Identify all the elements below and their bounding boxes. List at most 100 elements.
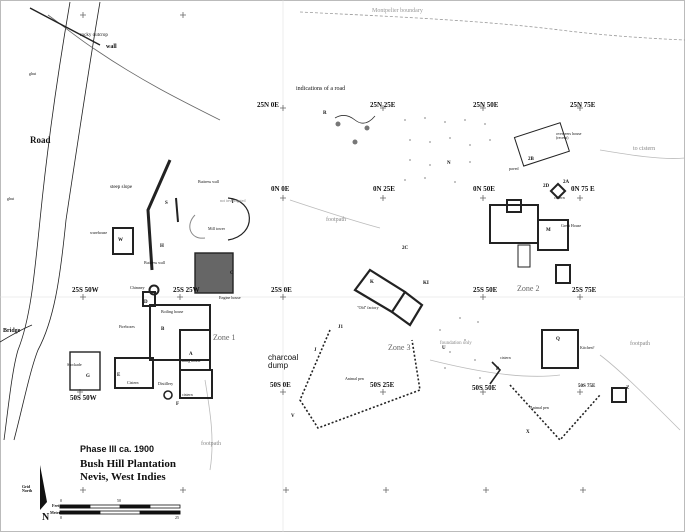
road-indications [334, 115, 376, 145]
feature-w: W [118, 238, 123, 243]
stockade-label: Stockade [67, 362, 82, 367]
buttress-wall-label: Buttress wall [198, 179, 219, 184]
feature-2a: 2A [563, 180, 570, 185]
feature-b: B [161, 327, 165, 332]
scale-feet-label: Feet [52, 503, 60, 508]
feature-v: V [291, 414, 295, 419]
warehouse-label: warehouse [90, 230, 108, 235]
to-cistern-label: to cistern [633, 146, 656, 152]
scale-meter-tick-0: 0 [60, 515, 62, 520]
montpelier-boundary-label: Montpelier boundary [372, 8, 423, 14]
grid-0n-0e: 0N 0E [271, 185, 290, 193]
scale-feet-tick-0: 0 [60, 498, 62, 503]
feature-p: P [496, 367, 500, 372]
grid-25s-50e: 25S 50E [473, 286, 498, 294]
fireboxes-label: Fireboxes [119, 324, 135, 329]
not-investigated-label: not investigated [220, 198, 246, 203]
rocky-outcrop-label: rocky outcrop [80, 33, 108, 38]
wall-label: wall [106, 44, 117, 50]
place-title: Nevis, West Indies [80, 471, 166, 483]
feature-c: C [230, 271, 234, 276]
grid-25s-0e: 25S 0E [271, 286, 292, 294]
grid-0n-25e: 0N 25E [373, 185, 395, 193]
terrain-lines [0, 1, 685, 471]
footpath-label-b: footpath [201, 441, 221, 447]
cistern-p-label: cistern [500, 355, 511, 360]
distillery-label: Distillery [158, 381, 174, 386]
engine-house-label: Engine house [219, 295, 241, 300]
grid-50s-50w: 50S 50W [70, 394, 97, 402]
scale-meter-tick-25: 25 [175, 515, 179, 520]
cistern-2-label: cistern [554, 195, 565, 200]
scale-bar [59, 504, 181, 515]
feature-f: F [176, 402, 180, 407]
buttress-wall-label-2: Buttress wall [144, 260, 165, 265]
grid-25n-75e: 25N 75E [570, 101, 596, 109]
grid-25n-0e: 25N 0E [257, 101, 279, 109]
feature-j: J [314, 348, 317, 353]
cistern-f-label: cistern [182, 392, 193, 397]
zone-1-label: Zone 1 [213, 333, 236, 342]
phase-title: Phase III ca. 1900 [80, 444, 155, 454]
grid-25s-50w: 25S 50W [72, 286, 99, 294]
grid-markers [77, 12, 586, 493]
grid-50s-25e: 50S 25E [370, 381, 395, 389]
grid-25s-75e: 25S 75E [572, 286, 597, 294]
ghut-top-label: ghut [29, 71, 37, 76]
scale-feet-tick-50: 50 [117, 498, 121, 503]
great-house-label: Great House [561, 223, 582, 228]
paved-label: paved [509, 166, 519, 171]
feature-k: K [370, 280, 374, 285]
grid-25s-25w: 25S 25W [173, 286, 200, 294]
grid-north-label: Grid North [22, 484, 33, 493]
feature-2c: 2C [402, 246, 409, 251]
north-arrow [40, 465, 47, 510]
grid-25n-25e: 25N 25E [370, 101, 396, 109]
feature-e: E [117, 373, 121, 378]
feature-r: R [323, 111, 327, 116]
indications-of-road-label: indications of a road [296, 86, 346, 92]
feature-u: U [442, 346, 446, 351]
grid-50s-0e: 50S 0E [270, 381, 291, 389]
site-title: Bush Hill Plantation [80, 458, 176, 470]
animal-pen2-label: Animal pen [530, 405, 549, 410]
feature-j1: J1 [338, 325, 343, 330]
old-factory-label: "Old" factory [357, 305, 379, 310]
chimney-label: Chimney [130, 285, 145, 290]
feature-a: A [189, 352, 193, 357]
grid-0n-75e: 0N 75 E [571, 185, 595, 193]
grid-25n-50e: 25N 50E [473, 101, 499, 109]
feature-2d: 2D [543, 184, 550, 189]
zone-3-label: Zone 3 [388, 343, 411, 352]
feature-t: T [231, 200, 235, 205]
grid-50s-75e: 50S 75E [578, 384, 596, 389]
zone3-structures [299, 268, 424, 429]
mill-tower-label: Mill tower [208, 226, 225, 231]
zone1-structures [69, 159, 250, 400]
footpath-label-c: footpath [630, 341, 650, 347]
kitchen-label: Kitchen? [580, 345, 595, 350]
feature-d: D [144, 300, 148, 305]
feature-z: Z [626, 386, 630, 391]
boiling-house-label: Boiling house [161, 309, 184, 314]
steep-slope-label: steep slope [110, 185, 133, 190]
grid-50s-50e: 50S 50E [472, 384, 497, 392]
overseers-house-label: overseers house (recent) [556, 131, 582, 140]
north-letter: N [42, 512, 50, 523]
cistern-e-label: Cistern [127, 380, 139, 385]
ghut-mid-label: ghut [7, 196, 15, 201]
feature-x: X [526, 430, 530, 435]
bridge-label: Bridge [3, 328, 21, 334]
feature-m: M [546, 228, 551, 233]
animal-pen-label: Animal pen [345, 376, 364, 381]
foundation-only-label: foundation only [440, 341, 472, 346]
zone-2-label: Zone 2 [517, 284, 540, 293]
feature-s: S [165, 201, 168, 206]
footpath-label-a: footpath [326, 217, 346, 223]
grid-0n-50e: 0N 50E [473, 185, 495, 193]
feature-q: Q [556, 337, 560, 342]
curing-house-label: curing house [180, 358, 201, 363]
feature-ki: KI [423, 281, 429, 286]
